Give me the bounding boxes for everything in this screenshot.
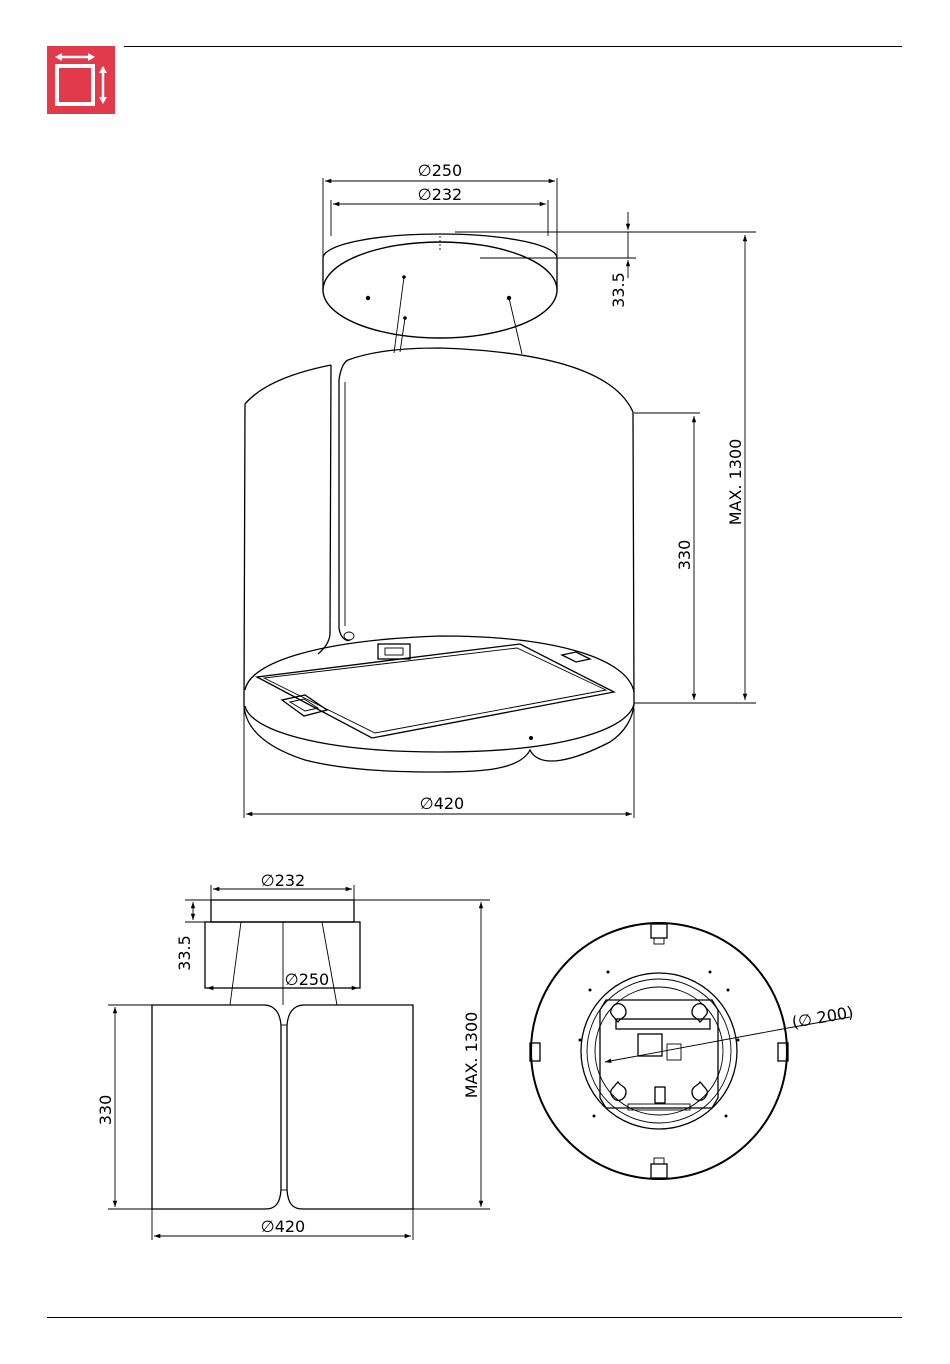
front-collar	[205, 922, 360, 988]
dim-perspective-body-diameter: ∅420	[244, 708, 634, 818]
perspective-view: ∅250 ∅232 33.5	[244, 161, 756, 818]
label-body-height: 330	[675, 540, 694, 571]
label-front-collar-diameter: ∅250	[285, 970, 329, 989]
front-view: ∅232 33.5 ∅250 330	[96, 871, 490, 1240]
label-max-height: MAX. 1300	[726, 439, 745, 526]
dim-perspective-max-height: MAX. 1300	[726, 235, 745, 700]
label-front-top-diameter: ∅232	[261, 871, 305, 890]
front-cables	[230, 922, 337, 1005]
ceiling-canopy	[323, 234, 557, 338]
label-front-body-diameter: ∅420	[261, 1217, 305, 1236]
filter-plate	[245, 636, 634, 752]
dim-front-collar-diameter: ∅250	[207, 970, 358, 989]
dim-front-top: ∅232	[211, 871, 354, 900]
label-top-inner-diameter: ∅232	[418, 185, 462, 204]
dim-front-max-height: MAX. 1300	[354, 900, 490, 1209]
front-body	[152, 1005, 413, 1209]
label-top-outer-diameter: ∅250	[418, 161, 462, 180]
label-duct-diameter: (∅ 200)	[790, 1002, 854, 1031]
dim-front-body-height: 330	[96, 1005, 152, 1209]
label-front-body-height: 330	[96, 1095, 115, 1126]
label-front-collar-height: 33.5	[175, 935, 194, 971]
label-front-max-height: MAX. 1300	[462, 1012, 481, 1099]
dim-front-body-diameter: ∅420	[152, 1209, 413, 1240]
hood-body	[244, 348, 634, 772]
dim-perspective-top-inner: ∅232	[331, 185, 548, 236]
top-view: (∅ 200)	[530, 923, 855, 1179]
front-ceiling-plate	[211, 900, 354, 922]
label-body-diameter: ∅420	[420, 794, 464, 813]
label-collar-height: 33.5	[609, 272, 628, 308]
